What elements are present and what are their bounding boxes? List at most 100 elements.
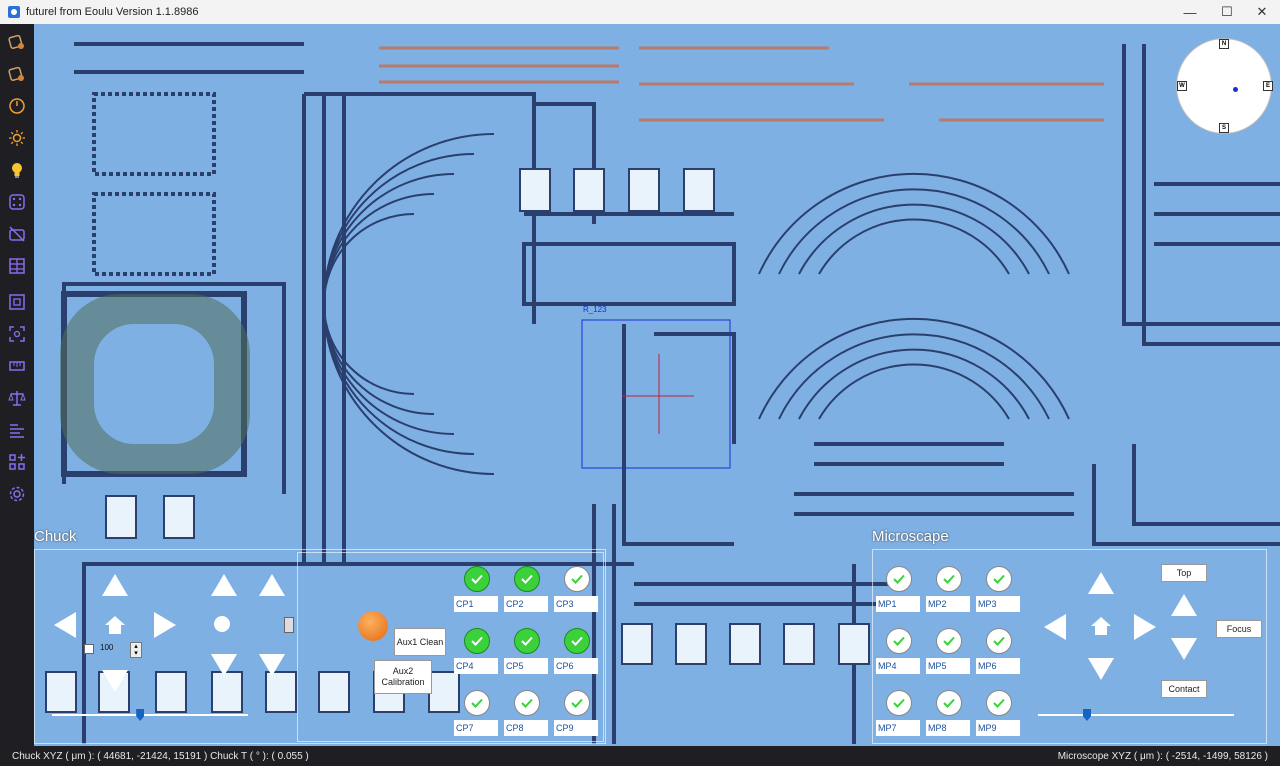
microscope-position-cell[interactable]: MP4 — [876, 624, 920, 684]
lightbulb-icon[interactable] — [7, 160, 27, 180]
target-frame-icon[interactable] — [7, 292, 27, 312]
microscope-position-label: MP4 — [876, 658, 920, 674]
chuck-status: Chuck XYZ ( μm ): ( 44681, -21424, 15191… — [12, 750, 309, 762]
chuck-speed-slider-thumb[interactable] — [136, 709, 145, 721]
microscope-view[interactable]: R_123 Chuck 100 ▴▾ Aux1 Clean Aux2 Calib… — [34, 24, 1280, 746]
check-icon[interactable] — [886, 690, 912, 716]
focus-frame-icon[interactable] — [7, 324, 27, 344]
chuck-position-cell[interactable]: CP8 — [504, 686, 548, 746]
check-icon[interactable] — [986, 628, 1012, 654]
chuck-speed-slider[interactable] — [52, 714, 248, 716]
chuck-position-cell[interactable]: CP7 — [454, 686, 498, 746]
chuck-z-down-arrow[interactable] — [211, 654, 237, 676]
microscope-position-cell[interactable]: MP9 — [976, 686, 1020, 746]
chuck-position-label: CP2 — [504, 596, 548, 612]
focus-button[interactable]: Focus — [1216, 620, 1262, 638]
contact-button[interactable]: Contact — [1161, 680, 1207, 698]
chuck-position-cell[interactable]: CP2 — [504, 562, 548, 622]
brightness-icon[interactable] — [7, 128, 27, 148]
microscope-position-cell[interactable]: MP6 — [976, 624, 1020, 684]
check-icon[interactable] — [464, 566, 490, 592]
chuck-position-cell[interactable]: CP6 — [554, 624, 598, 684]
dice-icon[interactable] — [7, 192, 27, 212]
step-checkbox[interactable] — [84, 644, 94, 654]
chuck-position-cell[interactable]: CP5 — [504, 624, 548, 684]
list-align-icon[interactable] — [7, 420, 27, 440]
chuck-position-cell[interactable]: CP1 — [454, 562, 498, 622]
check-icon[interactable] — [986, 566, 1012, 592]
ruler-icon[interactable] — [7, 356, 27, 376]
microscope-z-up-arrow[interactable] — [1171, 594, 1197, 616]
check-icon[interactable] — [936, 628, 962, 654]
chuck-y-down-arrow[interactable] — [102, 670, 128, 692]
microscope-speed-slider[interactable] — [1038, 714, 1234, 716]
gauge-icon[interactable] — [7, 96, 27, 116]
check-icon[interactable] — [564, 566, 590, 592]
chuck-x-left-arrow[interactable] — [54, 612, 76, 638]
chuck-home-icon[interactable] — [104, 614, 126, 636]
step-value: 100 — [100, 643, 114, 652]
chuck-z-up-arrow[interactable] — [211, 574, 237, 596]
check-icon[interactable] — [986, 690, 1012, 716]
check-icon[interactable] — [886, 628, 912, 654]
microscope-position-cell[interactable]: MP2 — [926, 562, 970, 622]
chuck-position-cell[interactable]: CP3 — [554, 562, 598, 622]
settings-icon[interactable] — [7, 484, 27, 504]
chuck-position-label: CP1 — [454, 596, 498, 612]
chuck-theta-up-arrow[interactable] — [259, 574, 285, 596]
microscope-position-cell[interactable]: MP1 — [876, 562, 920, 622]
microscope-position-cell[interactable]: MP5 — [926, 624, 970, 684]
microscope-y-up-arrow[interactable] — [1088, 572, 1114, 594]
aux1-clean-button[interactable]: Aux1 Clean — [394, 628, 446, 656]
microscope-panel-title: Microscape — [872, 528, 949, 545]
chuck-x-right-arrow[interactable] — [154, 612, 176, 638]
chuck-position-cell[interactable]: CP9 — [554, 686, 598, 746]
microscope-x-right-arrow[interactable] — [1134, 614, 1156, 640]
maximize-button[interactable]: ☐ — [1221, 4, 1233, 19]
chuck-position-label: CP7 — [454, 720, 498, 736]
grid-layout-icon[interactable] — [7, 256, 27, 276]
chuck-position-cell[interactable]: CP4 — [454, 624, 498, 684]
microscope-position-label: MP3 — [976, 596, 1020, 612]
check-icon[interactable] — [464, 628, 490, 654]
minimize-button[interactable]: — — [1183, 4, 1197, 20]
microscope-x-left-arrow[interactable] — [1044, 614, 1066, 640]
sidebar — [0, 24, 34, 746]
chuck-y-up-arrow[interactable] — [102, 574, 128, 596]
aux2-calibration-button[interactable]: Aux2 Calibration — [374, 660, 432, 694]
aux-status-indicator — [358, 611, 388, 641]
balance-icon[interactable] — [7, 388, 27, 408]
microscope-position-cell[interactable]: MP3 — [976, 562, 1020, 622]
check-icon[interactable] — [514, 690, 540, 716]
check-icon[interactable] — [564, 690, 590, 716]
microscope-position-cell[interactable]: MP7 — [876, 686, 920, 746]
microscope-position-label: MP7 — [876, 720, 920, 736]
wafer-map-2-icon[interactable] — [7, 64, 27, 84]
microscope-position-label: MP5 — [926, 658, 970, 674]
microscope-z-down-arrow[interactable] — [1171, 638, 1197, 660]
chuck-position-label: CP3 — [554, 596, 598, 612]
check-icon[interactable] — [514, 628, 540, 654]
camera-off-icon[interactable] — [7, 224, 27, 244]
check-icon[interactable] — [464, 690, 490, 716]
chuck-position-label: CP8 — [504, 720, 548, 736]
check-icon[interactable] — [936, 690, 962, 716]
compass[interactable]: N S E W — [1176, 38, 1273, 134]
chuck-lock-toggle[interactable] — [284, 617, 294, 633]
close-button[interactable]: ✕ — [1256, 4, 1268, 19]
check-icon[interactable] — [936, 566, 962, 592]
add-widget-icon[interactable] — [7, 452, 27, 472]
step-spinner[interactable]: ▴▾ — [130, 642, 142, 658]
check-icon[interactable] — [564, 628, 590, 654]
check-icon[interactable] — [886, 566, 912, 592]
chuck-theta-down-arrow[interactable] — [259, 654, 285, 676]
wafer-map-icon[interactable] — [7, 32, 27, 52]
check-icon[interactable] — [514, 566, 540, 592]
microscope-y-down-arrow[interactable] — [1088, 658, 1114, 680]
microscope-home-icon[interactable] — [1090, 615, 1112, 637]
microscope-position-label: MP9 — [976, 720, 1020, 736]
top-button[interactable]: Top — [1161, 564, 1207, 582]
microscope-speed-slider-thumb[interactable] — [1083, 709, 1091, 721]
compass-south: S — [1219, 123, 1229, 133]
microscope-position-cell[interactable]: MP8 — [926, 686, 970, 746]
